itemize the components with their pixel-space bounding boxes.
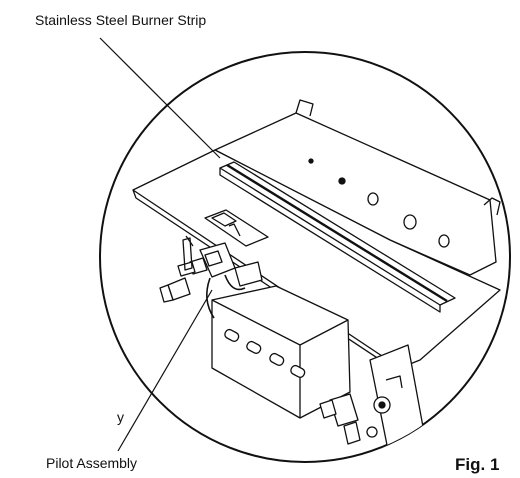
valve-box — [211, 285, 351, 419]
pilot-opening — [204, 209, 269, 247]
panel-holes — [308, 158, 450, 248]
cut-off-text-fragment: y — [117, 409, 124, 425]
burner-strip-label: Stainless Steel Burner Strip — [35, 12, 207, 28]
rear-panel-top-flange — [295, 99, 314, 117]
valve-fitting — [319, 393, 361, 445]
figure-label: Fig. 1 — [455, 455, 500, 474]
pilot-assembly-parts — [159, 235, 263, 319]
pilot-assembly-leader — [117, 289, 213, 452]
right-tab — [483, 197, 501, 216]
burner-strip — [219, 161, 456, 313]
pilot-assembly-label: Pilot Assembly — [46, 455, 138, 471]
burner-strip-leader — [99, 37, 221, 159]
